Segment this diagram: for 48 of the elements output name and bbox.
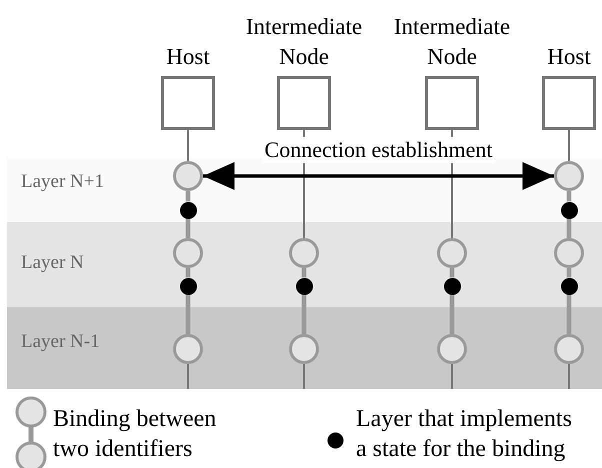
edge-label: Connection establishment [262,137,496,163]
connector-line [450,294,454,334]
connector-line [186,268,190,278]
layer-label: Layer N-1 [21,331,100,353]
connector-line [303,364,305,389]
layer-band [7,158,602,222]
layer-label: Layer N+1 [21,171,104,193]
connector-line [566,294,572,334]
identifier-circle [437,334,467,364]
layer-band [7,222,602,307]
connector-line [186,218,190,238]
connector-line [568,130,570,161]
state-dot [560,202,578,218]
identifier-circle [554,238,584,268]
legend-text: Binding between two identifiers [53,405,218,464]
arrow [203,162,554,190]
connector-line [186,294,190,334]
node-heading: Intermediate Node [392,13,512,71]
legend-text: Layer that implements a state for the binding [356,405,573,464]
connector-line [566,268,572,278]
node-heading: Host [546,43,592,71]
identifier-circle [554,161,584,191]
identifier-circle [173,334,203,364]
identifier-circle [554,334,584,364]
connector-line [302,268,306,278]
state-dot [180,202,196,218]
connector-line [566,191,572,202]
connector-line [450,268,454,278]
state-dot [296,278,312,294]
identifier-circle [173,161,203,191]
connector-line [566,218,572,238]
connector-line [187,130,189,161]
connector-line [187,364,189,389]
connector-line [302,294,306,334]
connector-line [451,364,453,389]
identifier-circle [173,238,203,268]
node-heading: Intermediate Node [244,13,364,71]
state-dot [444,278,460,294]
identifier-circle [289,334,319,364]
connector-line [186,191,190,202]
layer-band [7,307,602,389]
layer-label: Layer N [21,252,84,274]
state-dot [560,278,578,294]
identifier-circle [289,238,319,268]
state-dot [180,278,196,294]
node-heading: Host [165,43,211,71]
identifier-circle [437,238,467,268]
connector-line [568,364,570,389]
